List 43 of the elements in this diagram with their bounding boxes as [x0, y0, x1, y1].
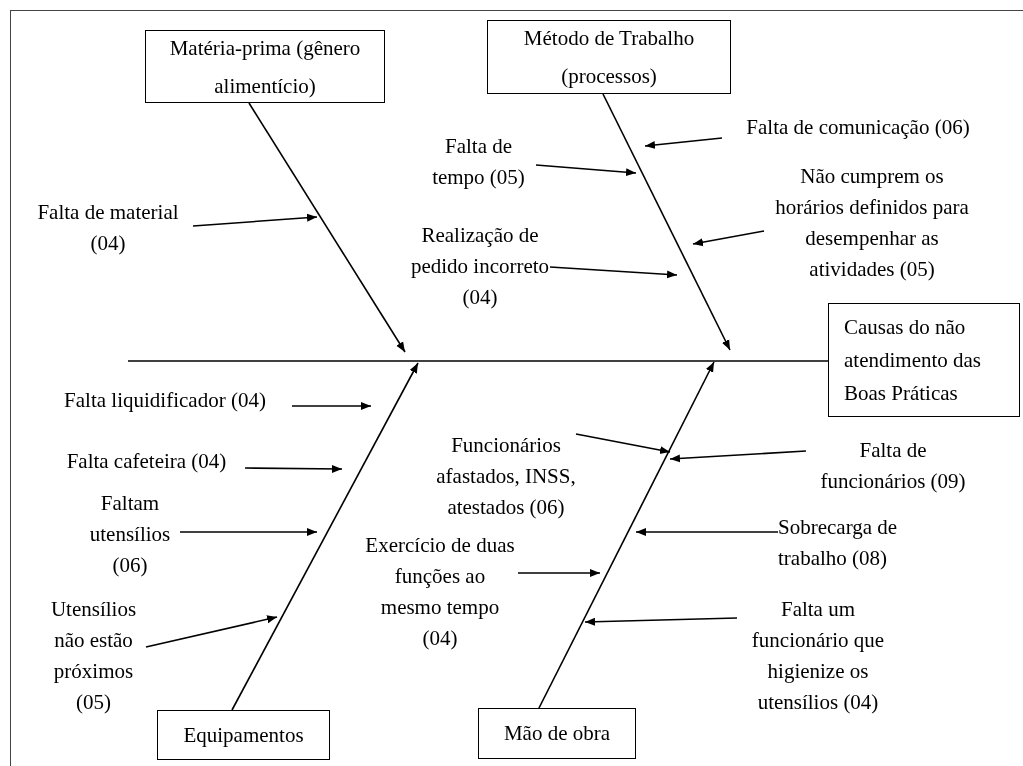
- cause-text: Funcionários afastados, INSS, atestados (06): [436, 430, 576, 523]
- cause-text: Faltam utensílios (06): [80, 488, 180, 581]
- arrow: [244, 464, 343, 473]
- category-box: [487, 20, 731, 94]
- arrow: [644, 137, 723, 149]
- category-label: Causas do não atendimento das Boas Práticas: [844, 313, 983, 407]
- arrow: [231, 362, 419, 711]
- category-box: [145, 30, 385, 103]
- cause-text: Sobrecarga de trabalho (08): [778, 512, 928, 574]
- arrow: [179, 528, 318, 536]
- cause-text: Falta liquidificador (04): [38, 385, 292, 416]
- category-box: [157, 710, 330, 760]
- arrow: [192, 213, 318, 227]
- arrow: [669, 450, 807, 463]
- cause-text: Não cumprem os horários definidos para desempenhar as atividades (05): [764, 161, 980, 285]
- category-label: Mão de obra: [503, 720, 611, 747]
- cause-text: Falta de funcionários (09): [806, 435, 980, 497]
- cause-text: Falta um funcionário que higienize os utensílios (04): [737, 594, 899, 718]
- cause-text: Falta de material (04): [23, 197, 193, 259]
- arrow: [248, 102, 406, 353]
- arrow: [635, 528, 779, 536]
- arrow: [575, 433, 671, 455]
- arrow: [538, 361, 715, 709]
- cause-text: Falta de comunicação (06): [722, 112, 994, 143]
- cause-text: Falta cafeteira (04): [48, 446, 245, 477]
- arrow: [535, 164, 637, 177]
- arrow: [291, 402, 372, 410]
- category-box: [478, 708, 636, 759]
- arrow: [549, 266, 678, 279]
- effect-box: [828, 303, 1020, 417]
- cause-text: Exercício de duas funções ao mesmo tempo (04): [362, 530, 518, 654]
- cause-text: Utensílios não estão próximos (05): [41, 594, 146, 718]
- spine-line: [127, 360, 829, 362]
- arrow: [692, 230, 765, 247]
- category-label: Matéria-prima (gênero alimentício): [168, 34, 362, 100]
- arrow: [145, 615, 278, 648]
- arrow: [602, 93, 731, 351]
- arrow: [517, 569, 601, 577]
- arrow: [584, 617, 738, 626]
- category-label: Equipamentos: [183, 721, 304, 749]
- category-label: Método de Trabalho (processos): [522, 25, 696, 90]
- cause-text: Falta de tempo (05): [421, 131, 536, 193]
- cause-text: Realização de pedido incorreto (04): [410, 220, 550, 313]
